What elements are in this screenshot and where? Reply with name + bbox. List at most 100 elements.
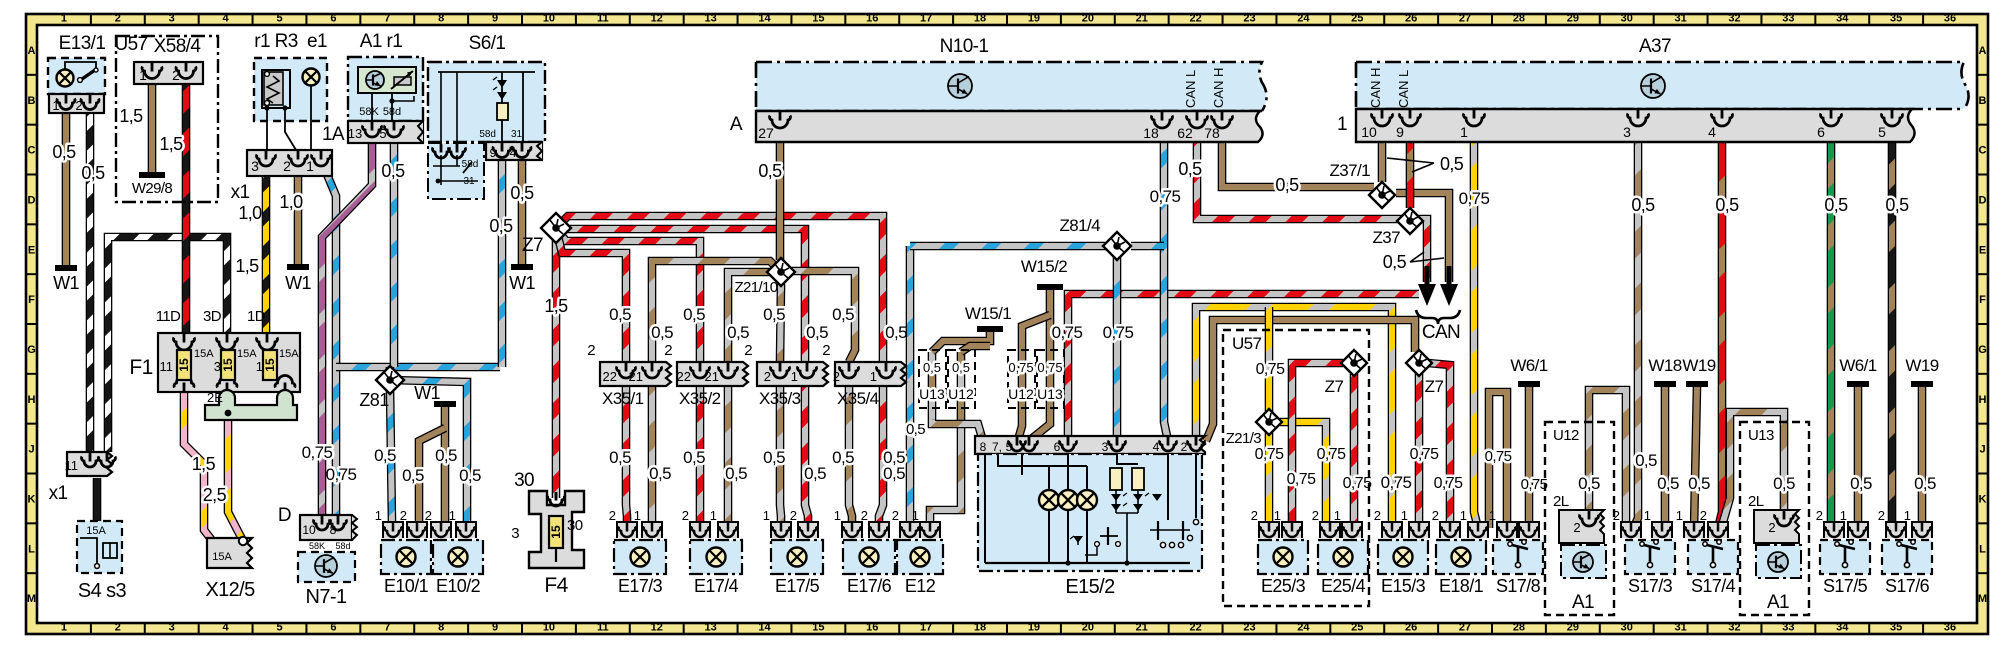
- svg-text:1: 1: [1676, 508, 1683, 523]
- svg-text:1: 1: [912, 508, 919, 523]
- svg-text:X35/1: X35/1: [602, 389, 644, 408]
- svg-text:2L: 2L: [1748, 493, 1764, 510]
- svg-text:26: 26: [1405, 13, 1417, 25]
- svg-text:0,5: 0,5: [651, 323, 673, 342]
- svg-text:0,5: 0,5: [806, 323, 828, 342]
- svg-text:17: 17: [920, 13, 932, 25]
- svg-text:K: K: [1979, 493, 1987, 505]
- svg-text:3D: 3D: [203, 308, 222, 325]
- svg-text:2: 2: [1573, 520, 1580, 535]
- svg-text:E: E: [28, 244, 35, 256]
- svg-text:0,5: 0,5: [885, 323, 907, 342]
- svg-text:E15/3: E15/3: [1381, 576, 1426, 596]
- svg-text:W18: W18: [1648, 356, 1681, 375]
- svg-text:32: 32: [1728, 13, 1740, 25]
- svg-text:15A: 15A: [237, 348, 257, 360]
- svg-text:0,5: 0,5: [609, 448, 631, 467]
- svg-text:0,5: 0,5: [832, 448, 854, 467]
- svg-text:11D: 11D: [156, 308, 181, 325]
- svg-text:13: 13: [704, 622, 716, 634]
- svg-text:15: 15: [549, 525, 563, 539]
- svg-text:W1: W1: [285, 273, 311, 293]
- svg-text:0,5: 0,5: [81, 163, 105, 183]
- svg-text:0,5: 0,5: [459, 466, 481, 485]
- svg-text:5: 5: [1878, 124, 1886, 140]
- svg-text:E17/6: E17/6: [847, 576, 892, 596]
- svg-text:8: 8: [438, 622, 444, 634]
- svg-text:Z81: Z81: [359, 390, 389, 410]
- svg-text:6: 6: [1054, 440, 1061, 454]
- svg-text:1: 1: [1334, 508, 1341, 523]
- svg-text:W1: W1: [509, 273, 535, 293]
- svg-text:1: 1: [306, 158, 314, 174]
- svg-text:1,5: 1,5: [119, 106, 143, 126]
- svg-text:8: 8: [980, 440, 987, 454]
- svg-text:35: 35: [1890, 622, 1902, 634]
- svg-text:0,75: 0,75: [1459, 189, 1490, 208]
- svg-text:18: 18: [974, 622, 986, 634]
- svg-text:W6/1: W6/1: [1510, 356, 1547, 375]
- svg-text:1: 1: [791, 369, 798, 384]
- svg-text:W15/1: W15/1: [965, 304, 1011, 323]
- svg-text:6: 6: [1817, 124, 1825, 140]
- svg-text:0,5: 0,5: [435, 446, 457, 465]
- svg-text:2: 2: [682, 508, 689, 523]
- svg-text:3: 3: [511, 525, 519, 542]
- svg-text:U12: U12: [948, 386, 974, 402]
- svg-text:0,5: 0,5: [1914, 474, 1936, 493]
- svg-text:1: 1: [375, 508, 382, 523]
- svg-text:C: C: [28, 145, 36, 157]
- svg-text:2: 2: [400, 508, 407, 523]
- svg-text:F4: F4: [544, 574, 568, 597]
- svg-text:U57: U57: [1232, 334, 1262, 353]
- svg-text:0,5: 0,5: [683, 305, 705, 324]
- svg-text:W1: W1: [414, 383, 440, 403]
- svg-text:0,75: 0,75: [1287, 471, 1316, 488]
- svg-text:7,: 7,: [992, 440, 1002, 454]
- svg-text:U12: U12: [1553, 427, 1579, 444]
- svg-text:3: 3: [214, 359, 221, 374]
- svg-text:10: 10: [1361, 124, 1377, 140]
- svg-text:A: A: [28, 45, 36, 57]
- svg-text:0,5: 0,5: [609, 305, 631, 324]
- svg-text:X58/4: X58/4: [154, 36, 202, 57]
- svg-text:M: M: [1978, 593, 1987, 605]
- svg-text:E17/3: E17/3: [618, 576, 663, 596]
- svg-text:21: 21: [705, 369, 719, 384]
- svg-text:0,5: 0,5: [952, 360, 970, 375]
- svg-text:0,5: 0,5: [763, 448, 785, 467]
- svg-text:E10/1: E10/1: [384, 576, 429, 596]
- svg-text:11: 11: [597, 13, 609, 25]
- svg-text:0,75: 0,75: [1052, 323, 1083, 342]
- svg-text:15A: 15A: [212, 551, 232, 563]
- svg-text:0,5: 0,5: [1578, 474, 1600, 493]
- svg-text:0,5: 0,5: [1178, 159, 1202, 179]
- svg-text:11: 11: [65, 458, 79, 473]
- svg-text:2E: 2E: [207, 390, 223, 405]
- svg-text:S17/4: S17/4: [1691, 576, 1736, 596]
- svg-text:1: 1: [61, 13, 67, 25]
- svg-text:1: 1: [1460, 508, 1467, 523]
- svg-text:1: 1: [52, 98, 59, 113]
- svg-text:0,5: 0,5: [649, 464, 671, 483]
- svg-text:16: 16: [866, 622, 878, 634]
- svg-text:U13: U13: [1748, 427, 1774, 444]
- svg-text:34: 34: [1836, 13, 1849, 25]
- svg-text:Z7: Z7: [1425, 377, 1444, 396]
- svg-text:J: J: [28, 444, 34, 456]
- svg-text:X35/4: X35/4: [837, 389, 879, 408]
- svg-text:F: F: [28, 294, 35, 306]
- svg-text:x1: x1: [49, 483, 68, 504]
- svg-text:5: 5: [1006, 440, 1013, 454]
- svg-text:0,75: 0,75: [1037, 360, 1062, 375]
- svg-text:L: L: [28, 543, 35, 555]
- svg-text:15A: 15A: [279, 348, 299, 360]
- svg-text:0,5: 0,5: [1275, 175, 1299, 195]
- svg-text:E25/3: E25/3: [1261, 576, 1306, 596]
- svg-text:2: 2: [892, 508, 899, 523]
- svg-text:22: 22: [1189, 13, 1201, 25]
- svg-text:C: C: [1979, 145, 1987, 157]
- svg-text:CAN H: CAN H: [1368, 68, 1383, 108]
- svg-text:0,5: 0,5: [52, 142, 76, 162]
- svg-text:30: 30: [1621, 622, 1633, 634]
